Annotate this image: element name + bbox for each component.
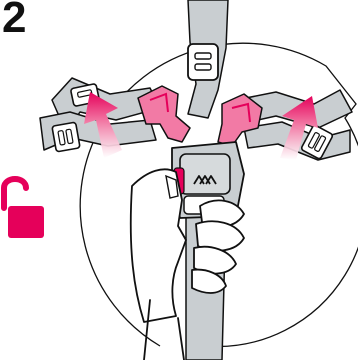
padlock-open-icon: [4, 179, 44, 238]
upper-strap-adjuster: [188, 44, 218, 80]
left-chest-clip: [52, 122, 80, 152]
